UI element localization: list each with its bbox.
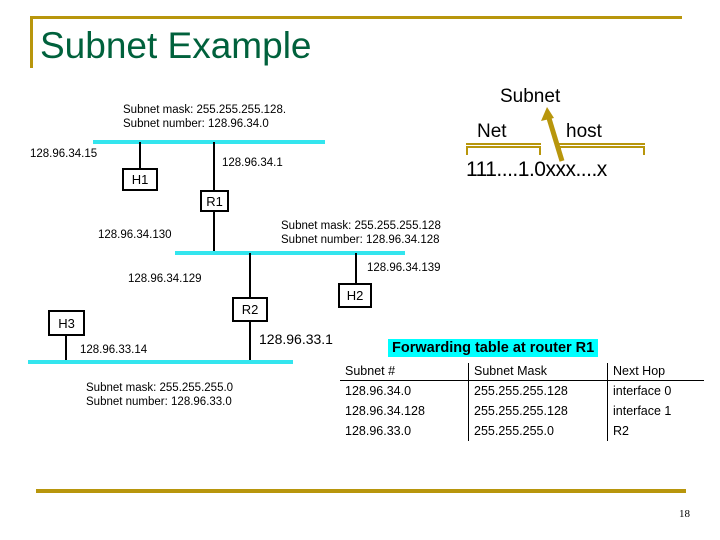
subnet-pointer-arrow	[541, 107, 565, 162]
table-row: 128.96.33.0 255.255.255.0 R2	[340, 421, 704, 441]
network-bar-subnet-a	[93, 140, 325, 144]
bitfield-net-label: Net	[477, 121, 507, 142]
node-h1[interactable]: H1	[122, 168, 158, 191]
link-r2-to-bar-c	[249, 322, 251, 361]
subnet-c-mask-line: Subnet mask: 255.255.255.0	[86, 382, 234, 394]
address-label-r2-down: 128.96.33.1	[259, 331, 333, 347]
node-r2[interactable]: R2	[232, 297, 268, 322]
page-title: Subnet Example	[40, 25, 312, 66]
link-h1-to-bar	[139, 142, 141, 168]
address-label-r1-down: 128.96.34.130	[98, 229, 172, 241]
bitfield-bit-pattern: 111....1.0xxx....x	[466, 158, 607, 181]
node-h3[interactable]: H3	[48, 310, 85, 336]
cell-subnet-mask: 255.255.255.128	[468, 401, 608, 421]
table-row: 128.96.34.0 255.255.255.128 interface 0	[340, 380, 704, 401]
table-row: 128.96.34.128 255.255.255.128 interface …	[340, 401, 704, 421]
cell-subnet-number: 128.96.33.0	[345, 424, 412, 438]
footer-rule	[36, 489, 686, 493]
cell-next-hop: R2	[607, 421, 704, 441]
cell-subnet-mask: 255.255.255.128	[468, 380, 608, 401]
address-label-r1-up: 128.96.34.1	[222, 157, 283, 169]
bitfield-host-bracket	[559, 146, 645, 155]
link-r1-to-bar-b	[213, 212, 215, 252]
cell-subnet-number: 128.96.34.0	[345, 384, 412, 398]
column-header-subnet-number: Subnet #	[340, 363, 469, 381]
link-h2-to-bar-b	[355, 253, 357, 283]
subnet-b-note: Subnet mask: 255.255.255.128 Subnet numb…	[281, 219, 441, 247]
network-bar-subnet-b	[175, 251, 405, 255]
cell-next-hop: interface 1	[607, 401, 704, 421]
link-h3-to-bar-c	[65, 336, 67, 361]
bitfield-host-label: host	[566, 121, 602, 142]
cell-next-hop: interface 0	[607, 380, 704, 401]
subnet-a-note: Subnet mask: 255.255.255.128. Subnet num…	[123, 103, 286, 131]
subnet-c-note: Subnet mask: 255.255.255.0 Subnet number…	[86, 381, 233, 409]
cell-subnet-number: 128.96.34.128	[345, 404, 425, 418]
link-r1-to-bar-a	[213, 142, 215, 190]
network-bar-subnet-c	[28, 360, 293, 364]
address-label-h3: 128.96.33.14	[80, 344, 148, 356]
node-r1[interactable]: R1	[200, 190, 229, 212]
title-top-rule	[30, 16, 682, 19]
page-number: 18	[679, 508, 690, 520]
link-r2-to-bar-b	[249, 253, 251, 297]
subnet-c-number-line: Subnet number: 128.96.33.0	[86, 396, 232, 408]
subnet-a-mask-line: Subnet mask: 255.255.255.128.	[123, 104, 287, 116]
node-h2[interactable]: H2	[338, 283, 372, 308]
address-label-r2-up: 128.96.34.129	[128, 273, 202, 285]
address-label-h1: 128.96.34.15	[30, 148, 98, 160]
bitfield-host-underline	[559, 143, 645, 145]
title-left-rule	[30, 16, 33, 68]
bitfield-subnet-label: Subnet	[500, 86, 561, 107]
column-header-next-hop: Next Hop	[607, 363, 704, 381]
forwarding-table: Subnet # Subnet Mask Next Hop 128.96.34.…	[340, 363, 704, 441]
subnet-a-number-line: Subnet number: 128.96.34.0	[123, 118, 269, 130]
column-header-subnet-mask: Subnet Mask	[468, 363, 608, 381]
cell-subnet-mask: 255.255.255.0	[468, 421, 608, 441]
bitfield-net-underline	[466, 143, 541, 145]
address-label-h2: 128.96.34.139	[367, 262, 441, 274]
subnet-b-number-line: Subnet number: 128.96.34.128	[281, 234, 440, 246]
subnet-b-mask-line: Subnet mask: 255.255.255.128	[281, 220, 441, 232]
forwarding-table-title: Forwarding table at router R1	[388, 339, 599, 357]
bitfield-net-bracket	[466, 146, 541, 155]
table-header-row: Subnet # Subnet Mask Next Hop	[340, 363, 704, 381]
